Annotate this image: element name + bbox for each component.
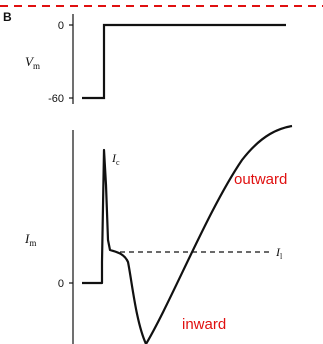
- capacitive-current-label-main: I: [111, 151, 117, 165]
- panel-letter: B: [3, 10, 12, 24]
- outward-label: outward: [234, 171, 287, 188]
- voltage-axis-label: Vm: [25, 54, 40, 71]
- current-axis-label-sub: m: [29, 238, 36, 248]
- voltage-tick-label-minus60: -60: [48, 93, 64, 105]
- capacitive-current-label: Ic: [111, 151, 120, 167]
- voltage-axis-label-sub: m: [33, 61, 40, 71]
- capacitive-current-label-sub: c: [116, 158, 120, 167]
- current-axis-label-main: I: [24, 231, 30, 246]
- inward-label: inward: [182, 316, 226, 333]
- leak-current-label-sub: l: [280, 252, 283, 261]
- current-axis-label: Im: [24, 231, 36, 248]
- voltage-step-trace: [82, 23, 286, 100]
- voltage-axis-label-main: V: [25, 54, 35, 69]
- current-tick-label-0: 0: [58, 278, 64, 290]
- voltage-tick-label-0: 0: [58, 20, 64, 32]
- leak-current-label: Il: [275, 245, 283, 261]
- leak-current-label-main: I: [275, 245, 281, 259]
